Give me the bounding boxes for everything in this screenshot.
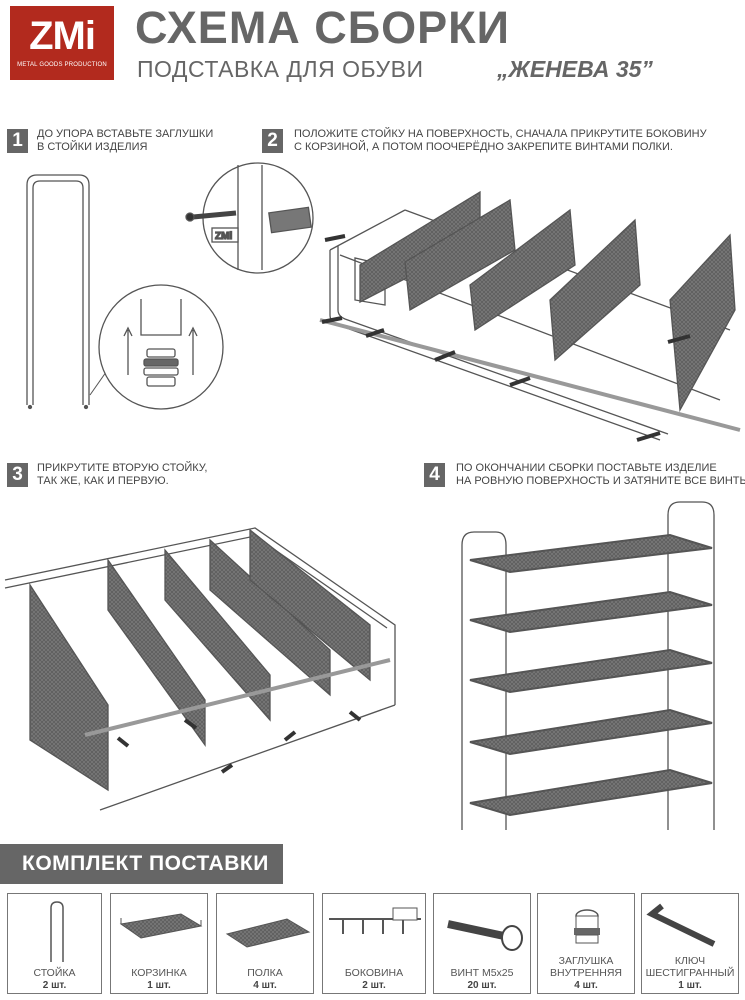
kit-item-plug: ЗАГЛУШКА ВНУТРЕННЯЯ 4 шт.	[537, 893, 635, 994]
kit-item-qty: 20 шт.	[467, 980, 497, 991]
side-panel-icon	[329, 907, 421, 934]
shelf-level-2	[469, 590, 713, 634]
step-2-number: 2	[262, 129, 283, 153]
step-3-line-1: ПРИКРУТИТЕ ВТОРУЮ СТОЙКУ,	[37, 462, 208, 474]
step-4-line-2: НА РОВНУЮ ПОВЕРХНОСТЬ И ЗАТЯНИТЕ ВСЕ ВИН…	[456, 475, 745, 487]
step-2-screw-detail: ZMi	[185, 162, 314, 274]
step-1-number: 1	[7, 129, 28, 153]
kit-item-qty: 2 шт.	[42, 980, 67, 991]
kit-item-qty: 4 шт.	[253, 980, 277, 991]
step-1-text: ДО УПОРА ВСТАВЬТЕ ЗАГЛУШКИ В СТОЙКИ ИЗДЕ…	[37, 128, 213, 154]
hex-key-icon	[646, 903, 716, 947]
shelf-icon	[225, 918, 311, 948]
kit-item-qty: 2 шт.	[362, 980, 386, 991]
page-subtitle: ПОДСТАВКА ДЛЯ ОБУВИ	[137, 56, 424, 82]
product-model: „ЖЕНЕВА 35”	[497, 56, 653, 82]
kit-item-label: КОРЗИНКА	[131, 967, 187, 979]
brand-logo-subtitle: METAL GOODS PRODUCTION	[17, 62, 107, 68]
screw-icon	[447, 920, 523, 951]
step-1-plug-detail	[98, 284, 224, 410]
kit-banner: КОМПЛЕКТ ПОСТАВКИ	[0, 844, 283, 884]
upright-icon	[50, 901, 64, 962]
kit-item-shelf: ПОЛКА 4 шт.	[216, 893, 314, 994]
step-4-number: 4	[424, 463, 445, 487]
step-2-text: ПОЛОЖИТЕ СТОЙКУ НА ПОВЕРХНОСТЬ, СНАЧАЛА …	[294, 128, 707, 154]
brand-logo: ZMi METAL GOODS PRODUCTION	[10, 6, 114, 80]
step-3-line-2: ТАК ЖЕ, КАК И ПЕРВУЮ.	[37, 475, 169, 487]
step-3-text: ПРИКРУТИТЕ ВТОРУЮ СТОЙКУ, ТАК ЖЕ, КАК И …	[37, 462, 207, 488]
kit-item-upright: СТОЙКА 2 шт.	[7, 893, 102, 994]
kit-item-qty: 1 шт.	[147, 980, 171, 991]
shelf-level-5	[469, 768, 713, 817]
step-4-text: ПО ОКОНЧАНИИ СБОРКИ ПОСТАВЬТЕ ИЗДЕЛИЕ НА…	[456, 462, 745, 488]
shelf-level-3	[469, 648, 713, 694]
step-2-line-2: С КОРЗИНОЙ, А ПОТОМ ПООЧЕРЁДНО ЗАКРЕПИТЕ…	[294, 141, 673, 153]
brand-logo-mark: ZMi	[29, 14, 96, 58]
kit-item-label: БОКОВИНА	[344, 967, 404, 979]
shelf-level-1	[469, 533, 713, 574]
step-3-number: 3	[7, 463, 28, 487]
step-4-finished-rack	[461, 501, 715, 830]
kit-item-label: КЛЮЧ ШЕСТИГРАННЫЙ	[645, 955, 735, 979]
step-2-line-1: ПОЛОЖИТЕ СТОЙКУ НА ПОВЕРХНОСТЬ, СНАЧАЛА …	[294, 128, 707, 140]
kit-item-label: ПОЛКА	[247, 967, 283, 979]
kit-item-label: ВИНТ М5х25	[450, 967, 514, 979]
svg-text:ZMi: ZMi	[215, 231, 232, 242]
plug-icon	[574, 909, 600, 944]
kit-item-side-panel: БОКОВИНА 2 шт.	[322, 893, 426, 994]
kit-item-hex-key: КЛЮЧ ШЕСТИГРАННЫЙ 1 шт.	[641, 893, 739, 994]
kit-item-label: СТОЙКА	[33, 967, 76, 979]
shelf-level-4	[469, 708, 713, 756]
kit-item-qty: 4 шт.	[574, 980, 598, 991]
step-2-assembly-drawing	[319, 190, 741, 442]
kit-item-screw: ВИНТ М5х25 20 шт.	[433, 893, 531, 994]
step-1-line-1: ДО УПОРА ВСТАВЬТЕ ЗАГЛУШКИ	[37, 128, 214, 140]
kit-item-basket: КОРЗИНКА 1 шт.	[110, 893, 208, 994]
step-1-line-2: В СТОЙКИ ИЗДЕЛИЯ	[37, 141, 148, 153]
kit-item-qty: 1 шт.	[678, 980, 702, 991]
page-title: СХЕМА СБОРКИ	[135, 2, 510, 53]
kit-item-label: ЗАГЛУШКА ВНУТРЕННЯЯ	[549, 955, 622, 979]
step-4-line-1: ПО ОКОНЧАНИИ СБОРКИ ПОСТАВЬТЕ ИЗДЕЛИЕ	[456, 462, 717, 474]
step-3-assembly-drawing	[4, 527, 396, 811]
assembly-illustrations: ZMi	[4, 162, 741, 830]
basket-icon	[119, 913, 203, 939]
step-1-upright-drawing	[26, 174, 119, 410]
